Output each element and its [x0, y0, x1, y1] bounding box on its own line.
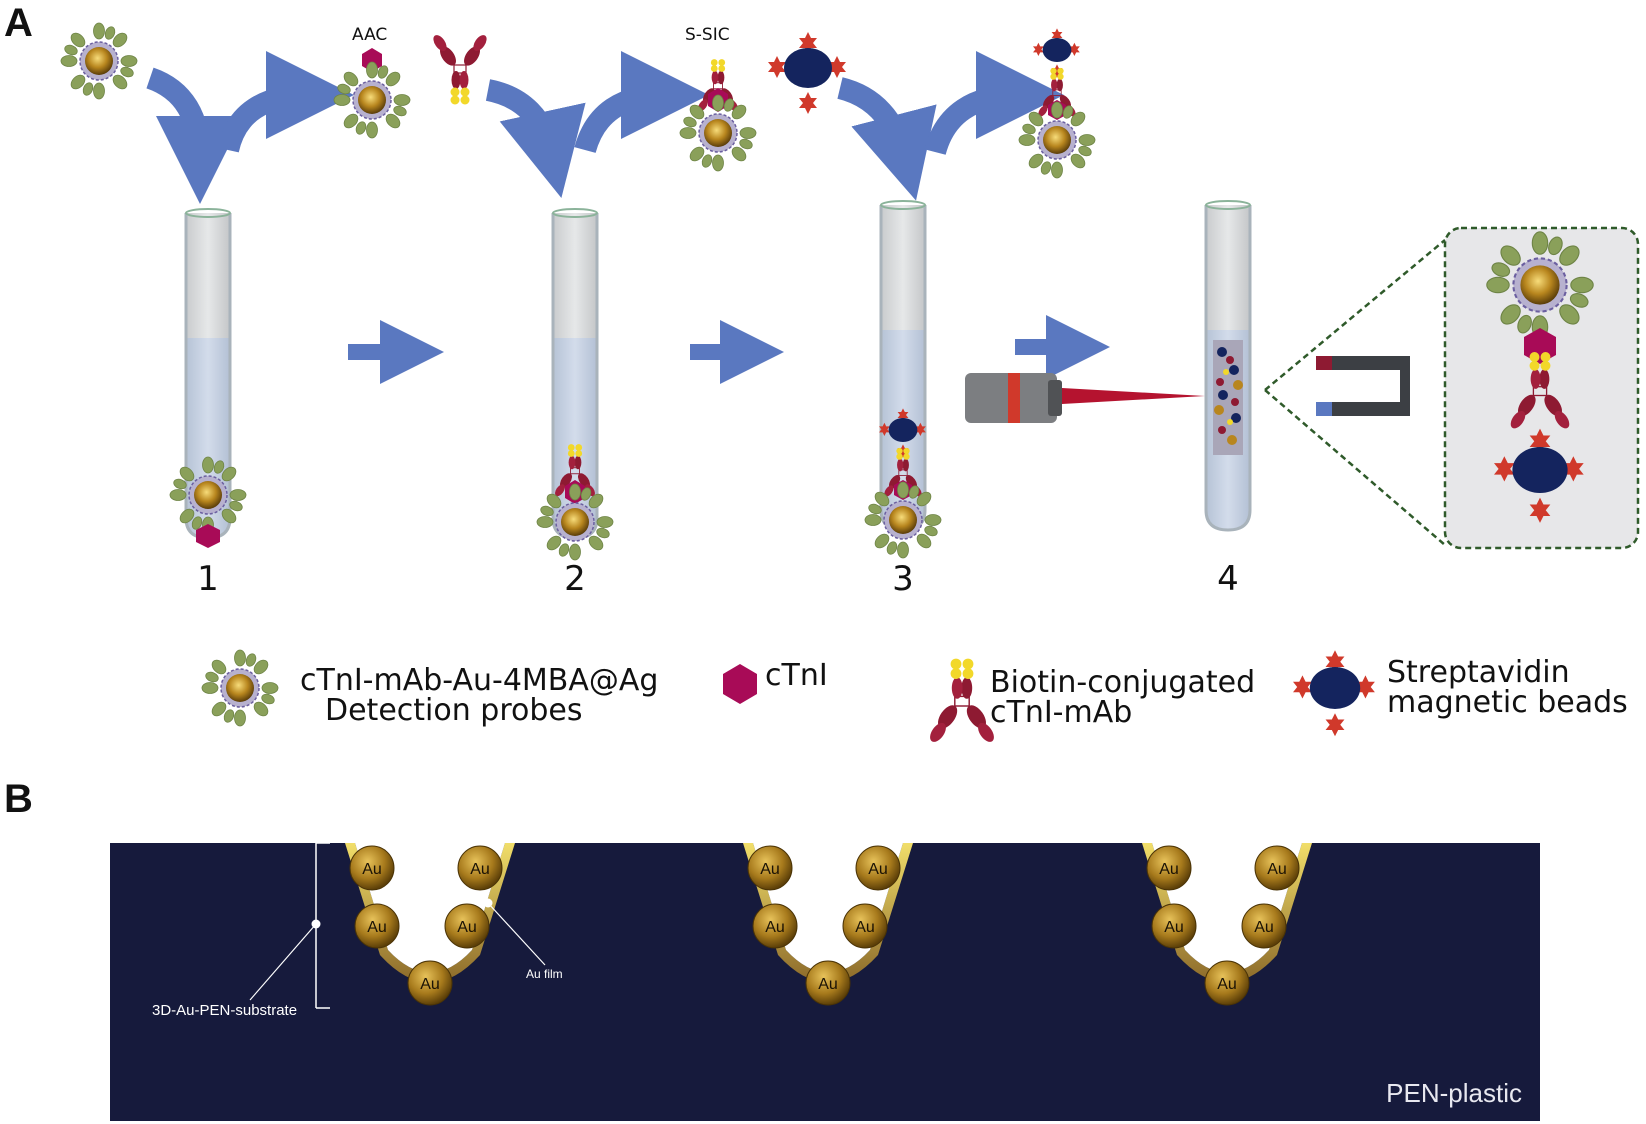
probe-top-1 [60, 22, 138, 100]
full-complex-top [1018, 28, 1096, 179]
pen-plastic-label: PEN-plastic [1386, 1078, 1522, 1108]
curved-arrow-3 [485, 79, 586, 198]
tube-1-contents [169, 456, 247, 548]
legend-probe-line1: cTnI-mAb-Au-4MBA@Ag [300, 663, 658, 698]
ssic-complex-top [679, 58, 757, 172]
substrate-label: 3D-Au-PEN-substrate [152, 1002, 297, 1019]
curved-arrow-5 [837, 77, 937, 201]
au-nanoparticle [1151, 903, 1197, 949]
au-nanoparticle [842, 903, 888, 949]
au-label: Au [868, 861, 888, 878]
legend-biotin-line2: cTnI-mAb [990, 695, 1132, 730]
panel-a-letter: A [4, 1, 33, 45]
au-label: Au [1159, 861, 1179, 878]
tube-number-1: 1 [197, 559, 219, 599]
legend-biotin-line1: Biotin-conjugated [990, 665, 1255, 700]
legend-ctni-icon [723, 664, 757, 704]
au-nanoparticle [457, 845, 503, 891]
au-label: Au [470, 861, 490, 878]
au-label: Au [818, 976, 838, 993]
laser-device [965, 373, 1205, 423]
au-label: Au [1164, 919, 1184, 936]
zoom-callout [1264, 226, 1640, 550]
au-label: Au [760, 861, 780, 878]
au-nanoparticle [1146, 845, 1192, 891]
curved-arrow-2 [217, 51, 354, 153]
au-label: Au [1267, 861, 1287, 878]
legend-ctni: cTnI [765, 658, 828, 693]
zoom-complex [1485, 230, 1595, 523]
au-film-callout [483, 898, 546, 966]
legend-bead-icon [1293, 650, 1375, 737]
substrate-bracket [249, 842, 330, 1009]
au-label: Au [420, 976, 440, 993]
au-nanoparticle [349, 845, 395, 891]
panel-b-letter: B [4, 777, 33, 821]
au-nanoparticle [354, 903, 400, 949]
au-label: Au [367, 919, 387, 936]
bead-top-1 [768, 32, 846, 114]
tube-3-contents [864, 408, 942, 559]
curved-arrow-6 [924, 51, 1064, 156]
au-nanoparticle [1254, 845, 1300, 891]
au-label: Au [855, 919, 875, 936]
au-label: Au [765, 919, 785, 936]
probe-top-2 [333, 61, 411, 139]
au-film-label: Au film [526, 967, 563, 981]
au-label: Au [1254, 919, 1274, 936]
au-nanoparticle [805, 960, 851, 1006]
legend-strep-line1: Streptavidin [1387, 655, 1570, 690]
au-nanoparticle [1241, 903, 1287, 949]
antibody-top-1 [430, 32, 490, 106]
legend-probe-line2: Detection probes [325, 693, 582, 728]
tube-number-4: 4 [1217, 559, 1239, 599]
magnet [1316, 356, 1410, 416]
au-label: Au [1217, 976, 1237, 993]
curved-arrow-4 [574, 51, 709, 154]
au-label: Au [362, 861, 382, 878]
au-nanoparticle [407, 960, 453, 1006]
legend-strep-line2: magnetic beads [1387, 685, 1628, 720]
au-nanoparticle [444, 903, 490, 949]
tube-number-2: 2 [564, 559, 586, 599]
legend-antibody-icon [926, 657, 998, 746]
tube-2-contents [536, 443, 614, 561]
au-nanoparticle [1204, 960, 1250, 1006]
tube-number-3: 3 [892, 559, 914, 599]
au-nanoparticle [747, 845, 793, 891]
legend: cTnI-mAb-Au-4MBA@Ag Detection probes cTn… [201, 649, 1628, 746]
au-nanoparticle [752, 903, 798, 949]
label-ssic: S-SIC [685, 25, 730, 45]
curved-arrow-1 [145, 67, 244, 204]
au-label: Au [457, 919, 477, 936]
tube-4-cluster [1213, 340, 1243, 455]
au-nanoparticle [855, 845, 901, 891]
legend-probe-icon [201, 649, 279, 727]
label-aac: AAC [352, 25, 387, 45]
